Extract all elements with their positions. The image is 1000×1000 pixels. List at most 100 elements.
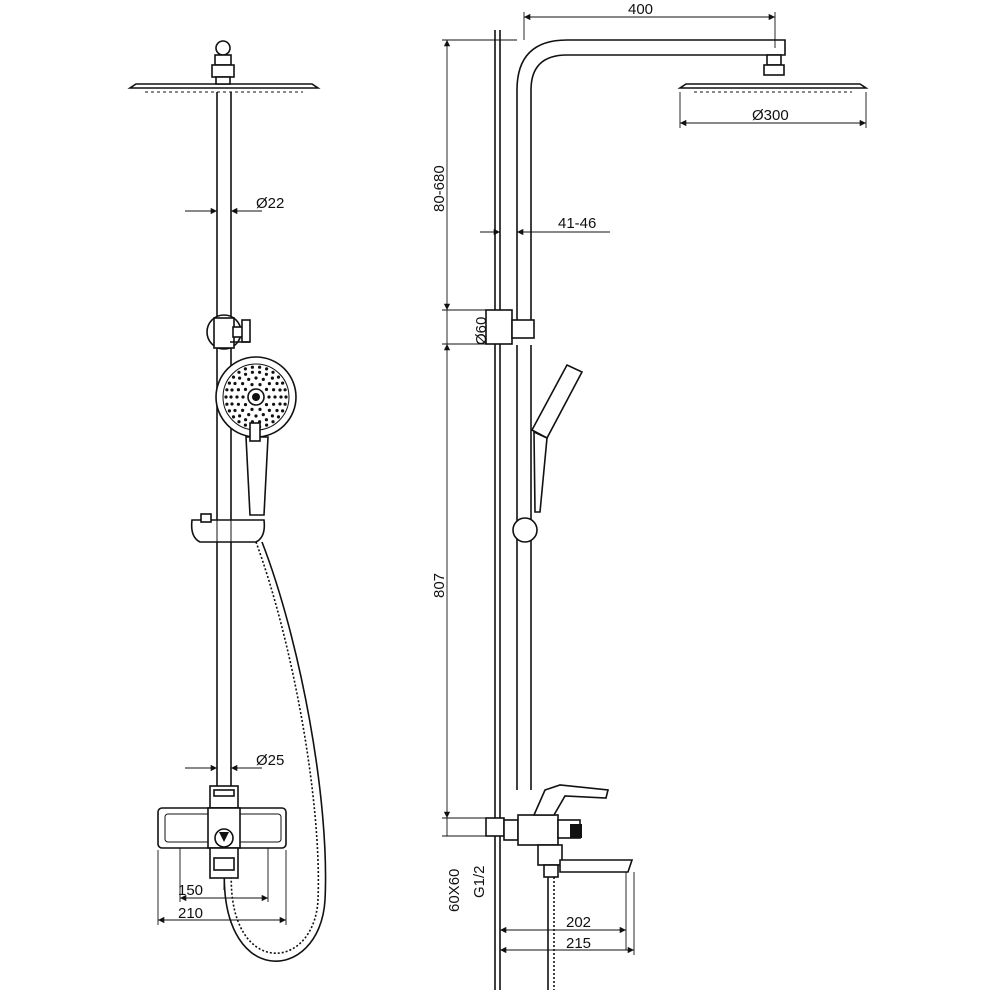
- side-view: 400 Ø300 41-46 80-680 Ø60 807: [431, 1, 869, 990]
- dim-rod-upper-label: Ø22: [256, 195, 284, 212]
- nozzle-dot: [229, 395, 233, 399]
- nozzle-dot: [227, 409, 231, 413]
- nozzle-dot: [278, 388, 282, 392]
- nozzle-dot: [264, 387, 269, 391]
- nozzle-dot: [230, 388, 234, 392]
- dim-400-label: 400: [628, 1, 653, 18]
- nozzle-dot: [233, 408, 237, 413]
- nozzle-dot: [283, 388, 287, 392]
- side-overhead-head: [677, 54, 869, 93]
- nozzle-dot: [254, 376, 258, 380]
- nozzle-dot: [241, 395, 245, 399]
- nozzle-dot: [230, 402, 234, 406]
- nozzle-dot: [284, 395, 288, 399]
- upper-rod: [216, 92, 232, 318]
- nozzle-dot: [261, 377, 265, 381]
- nozzle-dot: [231, 375, 236, 379]
- nozzle-dot: [247, 413, 251, 417]
- dim-210-label: 210: [178, 905, 203, 922]
- nozzle-dot: [258, 383, 262, 387]
- nozzle-dot: [275, 408, 279, 413]
- shower-hose: [223, 541, 327, 962]
- dim-150-label: 150: [178, 882, 203, 899]
- nozzle-dot: [227, 381, 231, 385]
- dim-215-label: 215: [566, 935, 591, 952]
- nozzle-dot: [243, 367, 247, 371]
- nozzle-dot: [264, 403, 269, 407]
- nozzle-dot: [265, 367, 269, 371]
- nozzle-dot: [275, 381, 279, 386]
- hand-shower-nozzles: [224, 365, 288, 429]
- nozzle-dot: [236, 402, 240, 406]
- nozzle-dot: [270, 376, 274, 380]
- side-mixer: [485, 784, 634, 990]
- diverter-bracket: [206, 314, 251, 350]
- nozzle-dot: [265, 423, 269, 427]
- nozzle-dot: [281, 409, 285, 413]
- dim-rod-lower-label: Ø25: [256, 752, 284, 769]
- side-hand-shower: [512, 363, 584, 543]
- nozzle-dot: [225, 402, 229, 406]
- nozzle-dot: [276, 375, 281, 379]
- nozzle-dot: [243, 387, 248, 391]
- nozzle-dot: [250, 407, 254, 411]
- nozzle-dot: [237, 420, 241, 424]
- side-dimensions: 400 Ø300 41-46 80-680 Ø60 807: [431, 1, 867, 955]
- nozzle-dot: [267, 382, 271, 386]
- nozzle-dot: [271, 420, 275, 424]
- nozzle-dot: [243, 423, 247, 427]
- riser-and-arm: [516, 39, 786, 790]
- side-wall-bracket: [485, 309, 535, 345]
- nozzle-dot: [264, 372, 268, 376]
- front-view: Ø22 Ø25 150 210: [127, 40, 327, 962]
- nozzle-dot: [247, 377, 251, 381]
- nozzle-dot: [241, 408, 245, 412]
- overhead-shower-head: [127, 40, 321, 93]
- nozzle-dot: [261, 413, 265, 417]
- dim-height-adjust-label: 80-680: [431, 165, 448, 212]
- nozzle-dot: [231, 415, 236, 419]
- dim-202-label: 202: [566, 914, 591, 931]
- dim-807-label: 807: [431, 573, 448, 598]
- nozzle-dot: [278, 402, 282, 406]
- dim-bracket-diameter-label: Ø60: [473, 317, 490, 345]
- nozzle-dot: [236, 388, 240, 392]
- hand-shower: [215, 356, 297, 516]
- nozzle-dot: [224, 395, 228, 399]
- nozzle-dot: [279, 395, 283, 399]
- nozzle-dot: [238, 414, 242, 418]
- slide-holder: [190, 513, 266, 543]
- nozzle-dot: [233, 381, 237, 386]
- dim-wall-gap-label: 41-46: [558, 215, 596, 232]
- nozzle-dot: [225, 388, 229, 392]
- nozzle-dot: [281, 381, 285, 385]
- nozzle-dot: [235, 395, 239, 399]
- nozzle-dot: [267, 395, 271, 399]
- nozzle-dot: [283, 402, 287, 406]
- thermostatic-mixer: [157, 785, 287, 890]
- dim-plate-size-label: 60X60: [446, 869, 463, 912]
- nozzle-dot: [250, 370, 254, 374]
- nozzle-dot: [258, 365, 262, 369]
- nozzle-dot: [272, 402, 276, 406]
- nozzle-dot: [270, 414, 274, 418]
- nozzle-dot: [264, 418, 268, 422]
- nozzle-dot: [276, 415, 281, 419]
- nozzle-dot: [250, 365, 254, 369]
- nozzle-dot: [271, 370, 275, 374]
- nozzle-dot: [254, 414, 258, 418]
- nozzle-dot: [267, 408, 271, 412]
- nozzle-dot: [244, 418, 248, 422]
- nozzle-dot: [273, 395, 277, 399]
- nozzle-dot: [243, 403, 248, 407]
- nozzle-dot: [258, 407, 262, 411]
- nozzle-dot: [258, 370, 262, 374]
- nozzle-dot: [237, 370, 241, 374]
- nozzle-dot: [241, 382, 245, 386]
- nozzle-dot: [272, 388, 276, 392]
- front-dimensions: Ø22 Ø25 150 210: [157, 195, 287, 925]
- nozzle-dot: [238, 376, 242, 380]
- dim-head-diameter-label: Ø300: [752, 107, 789, 124]
